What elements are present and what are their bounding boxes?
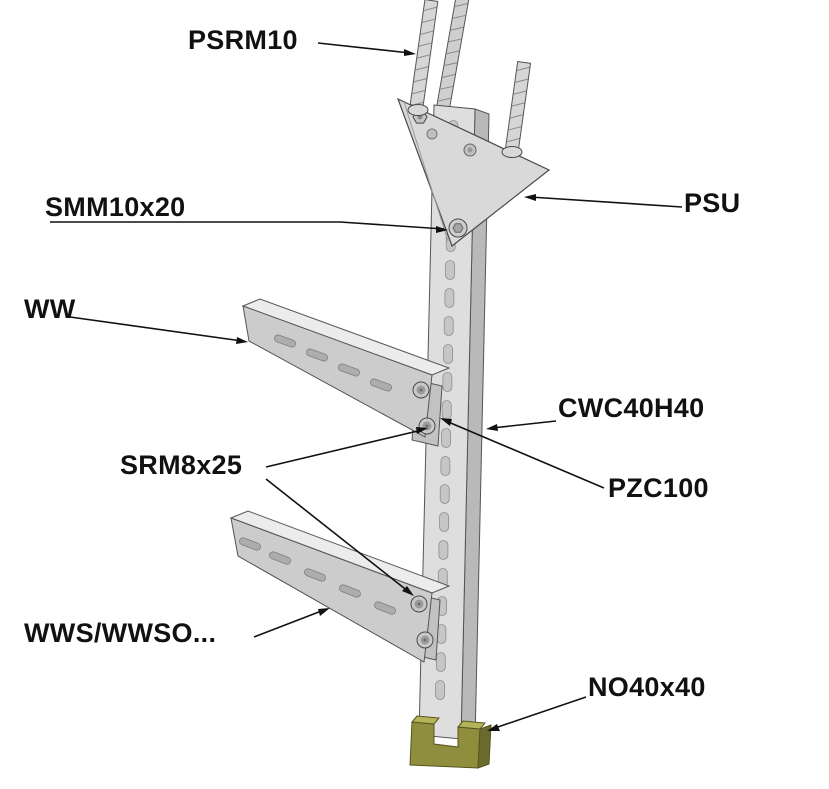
arrow-psu [524, 194, 536, 201]
leader-wws [253, 609, 325, 638]
label-psrm10: PSRM10 [188, 25, 298, 55]
leader-no40x40 [491, 696, 587, 730]
leader-srm8x25-lower [265, 478, 410, 593]
bracket-upper-ww [241, 298, 451, 438]
end-cap-no40x40 [409, 715, 492, 769]
arrow-srm8x25-lower [402, 586, 414, 596]
rod-washer-right [501, 146, 523, 158]
bracket-lower-wws [229, 510, 451, 663]
leader-srm8x25-upper [265, 429, 423, 468]
label-no40x40: NO40x40 [588, 672, 706, 702]
arrow-no40x40 [487, 724, 500, 731]
leader-pzc100 [445, 420, 605, 489]
arrow-ww [236, 337, 248, 344]
leader-ww [69, 316, 243, 342]
label-psu: PSU [684, 188, 741, 218]
arrow-psrm10 [404, 49, 416, 56]
srm8x25-bolts-lower [410, 595, 434, 649]
plate-hole [426, 128, 438, 140]
srm8x25-bolts-upper [412, 381, 436, 435]
leader-cwc40h40 [491, 420, 557, 429]
rod-washer-left [407, 104, 429, 116]
label-smm10x20: SMM10x20 [45, 192, 186, 222]
label-cwc40h40: CWC40H40 [558, 393, 705, 423]
mounting-plate-psu [396, 97, 551, 247]
label-ww: WW [24, 294, 76, 324]
leader-arrowheads [236, 49, 536, 731]
arrow-cwc40h40 [486, 424, 498, 431]
leader-smm10x20 [50, 221, 445, 230]
leader-lines [50, 42, 683, 730]
threaded-rod-right [504, 60, 532, 152]
threaded-rod-back [434, 0, 470, 119]
label-pzc100: PZC100 [608, 473, 709, 503]
arrow-pzc100 [440, 418, 452, 426]
arrow-wws [318, 608, 330, 616]
leader-psu [529, 196, 683, 208]
leader-psrm10 [317, 42, 411, 54]
label-srm8x25: SRM8x25 [120, 450, 243, 480]
arrow-smm10x20 [436, 226, 448, 233]
smm10x20-bolt [448, 218, 468, 238]
label-wws-wwso: WWS/WWSO... [24, 618, 217, 648]
arrow-srm8x25-upper [416, 427, 428, 434]
